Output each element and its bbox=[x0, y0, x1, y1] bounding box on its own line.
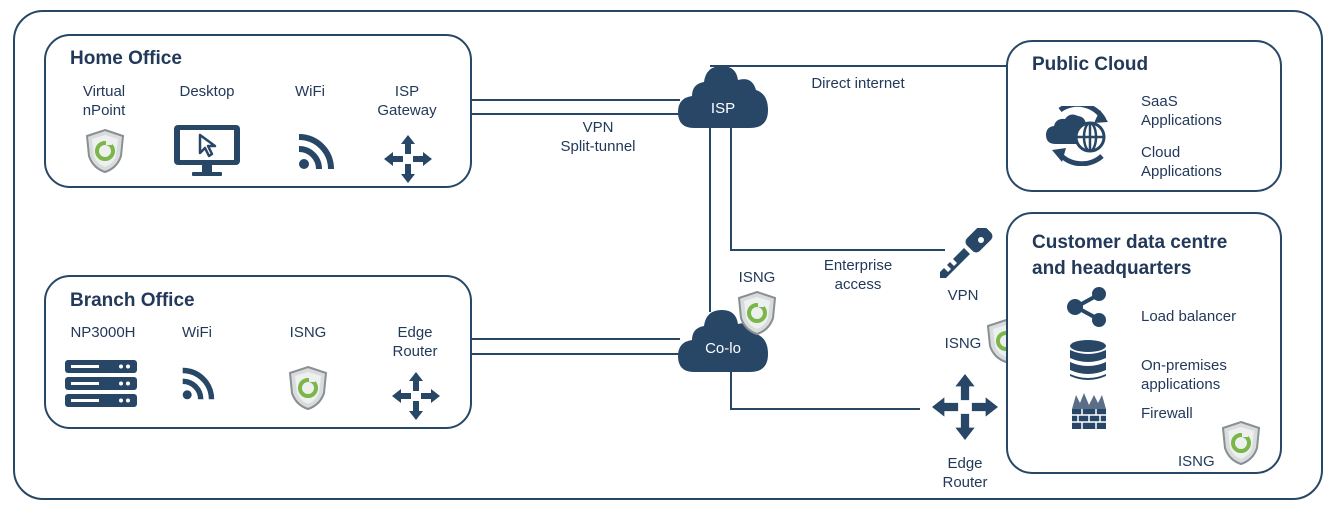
isp-cloud-label: ISP bbox=[710, 100, 736, 117]
branch-item-label: ISNG bbox=[289, 324, 327, 341]
isng-colo-label: ISNG bbox=[738, 269, 776, 286]
server-icon bbox=[65, 360, 137, 408]
shield-icon bbox=[1220, 420, 1262, 466]
desktop-icon bbox=[172, 123, 242, 179]
edge-router-label: Edge Router bbox=[942, 455, 988, 491]
home-office-title: Home Office bbox=[70, 48, 182, 69]
public-cloud-title: Public Cloud bbox=[1032, 54, 1149, 75]
branch-item-label: WiFi bbox=[182, 324, 212, 341]
direct-internet-label: Direct internet bbox=[811, 75, 905, 92]
key-icon bbox=[934, 228, 996, 284]
branch-item-label: NP3000H bbox=[70, 324, 136, 341]
cloud-globe-icon bbox=[1044, 106, 1116, 166]
home-item-label: Desktop bbox=[179, 83, 235, 100]
vpn-label: VPN bbox=[947, 287, 979, 304]
enterprise-access-label: Enterprise access bbox=[823, 257, 893, 293]
database-icon bbox=[1068, 340, 1108, 382]
router-icon bbox=[392, 372, 440, 420]
wifi-icon bbox=[180, 366, 216, 402]
outer-frame bbox=[13, 10, 1323, 500]
colo-cloud-label: Co-lo bbox=[705, 340, 741, 357]
datacentre-title: Customer data centre and headquarters bbox=[1032, 232, 1228, 279]
branch-item-label: Edge Router bbox=[392, 324, 438, 360]
shield-icon bbox=[736, 290, 778, 336]
shield-icon bbox=[84, 128, 126, 174]
shield-icon bbox=[287, 365, 329, 411]
isng-dc-label: ISNG bbox=[944, 335, 982, 352]
router-icon bbox=[384, 135, 432, 183]
home-item-label: ISP Gateway bbox=[377, 83, 437, 119]
vpn-split-tunnel-label: VPN Split-tunnel bbox=[560, 119, 636, 155]
home-item-label: Virtual nPoint bbox=[82, 83, 126, 119]
saas-label: SaaS Applications bbox=[1141, 93, 1222, 129]
home-item-label: WiFi bbox=[295, 83, 325, 100]
isng-dc-inner-label: ISNG bbox=[1178, 453, 1215, 470]
branch-office-title: Branch Office bbox=[70, 290, 195, 311]
router-icon bbox=[932, 372, 998, 442]
share-icon bbox=[1066, 286, 1110, 328]
firewall-label: Firewall bbox=[1141, 405, 1193, 422]
on-premises-label: On-premises applications bbox=[1141, 357, 1227, 393]
load-balancer-label: Load balancer bbox=[1141, 308, 1237, 325]
cloud-icon bbox=[676, 64, 770, 130]
firewall-icon bbox=[1070, 393, 1108, 431]
cloud-apps-label: Cloud Applications bbox=[1141, 144, 1222, 180]
public-cloud-box bbox=[1006, 40, 1282, 192]
wifi-icon bbox=[296, 132, 336, 172]
